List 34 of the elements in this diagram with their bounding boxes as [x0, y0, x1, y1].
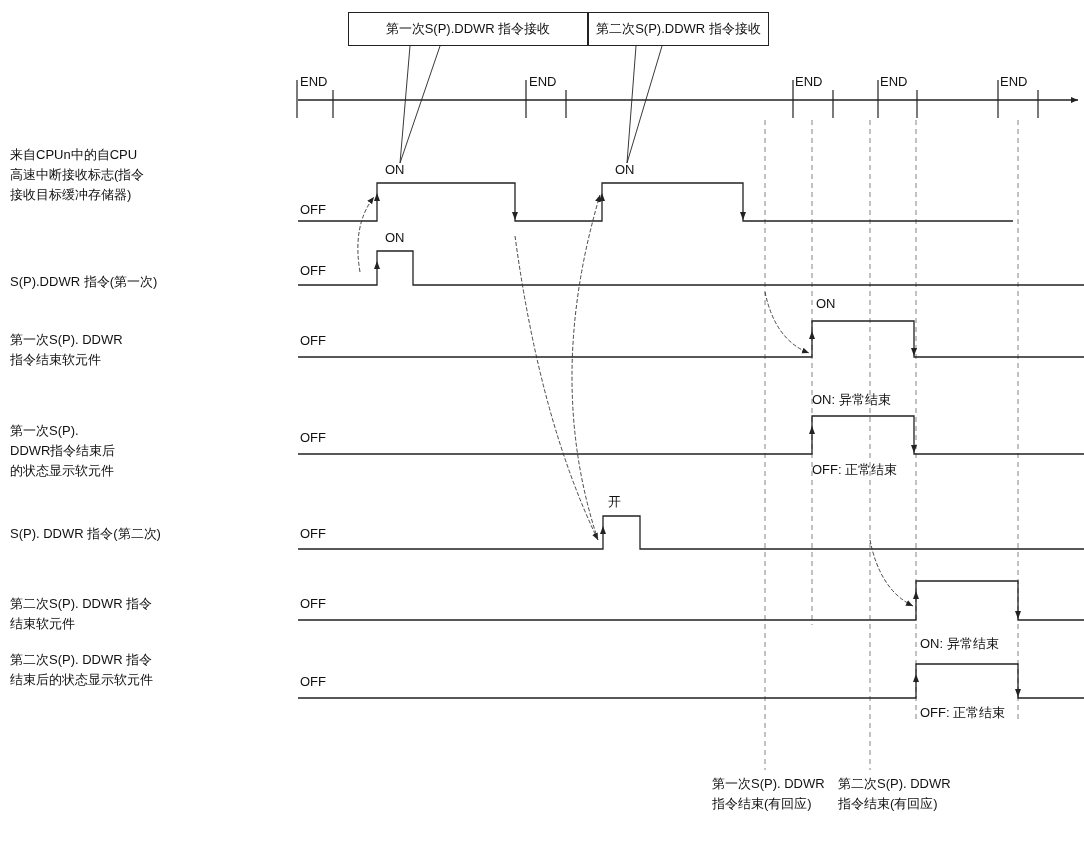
note-text: 第二次S(P). DDWR指令结束(有回应) [838, 775, 952, 813]
note-text: 第一次S(P). DDWR指令结束(有回应) [712, 775, 826, 813]
state-label: OFF: 正常结束 [812, 461, 898, 479]
state-label: ON: 异常结束 [812, 391, 891, 409]
signal-name: 第二次S(P). DDWR 指令结束软元件 [10, 595, 154, 633]
state-label: OFF [300, 429, 326, 447]
signal-name: 第二次S(P). DDWR 指令结束后的状态显示软元件 [10, 651, 154, 689]
state-label: OFF [300, 595, 326, 613]
state-label: OFF [300, 201, 326, 219]
state-label: OFF [300, 332, 326, 350]
end-label: END [795, 73, 823, 91]
end-label: END [300, 73, 328, 91]
state-label: OFF: 正常结束 [920, 704, 1006, 722]
end-label: END [1000, 73, 1028, 91]
signal-name: 来自CPUn中的自CPU高速中断接收标志(指令接收目标缓冲存储器) [10, 146, 146, 204]
leader-line [399, 45, 441, 164]
signal-name: 第一次S(P). DDWR指令结束软元件 [10, 331, 124, 369]
state-label: OFF [300, 525, 326, 543]
signal-name: S(P). DDWR 指令(第二次) [10, 525, 161, 543]
leader-line [626, 45, 663, 164]
state-label: ON: 异常结束 [920, 635, 999, 653]
signal-name: 第一次S(P). DDWR指令结束后的状态显示软元件 [10, 422, 117, 480]
signal-name: S(P).DDWR 指令(第一次) [10, 273, 158, 291]
state-label: ON [816, 295, 836, 313]
state-label: OFF [300, 262, 326, 280]
state-label: OFF [300, 673, 326, 691]
callout-box: 第一次S(P).DDWR 指令接收 [348, 12, 588, 46]
state-label: 开 [608, 493, 621, 511]
state-label: ON [385, 229, 405, 247]
state-label: ON [615, 161, 635, 179]
callout-box: 第二次S(P).DDWR 指令接收 [588, 12, 769, 46]
end-label: END [880, 73, 908, 91]
end-label: END [529, 73, 557, 91]
state-label: ON [385, 161, 405, 179]
